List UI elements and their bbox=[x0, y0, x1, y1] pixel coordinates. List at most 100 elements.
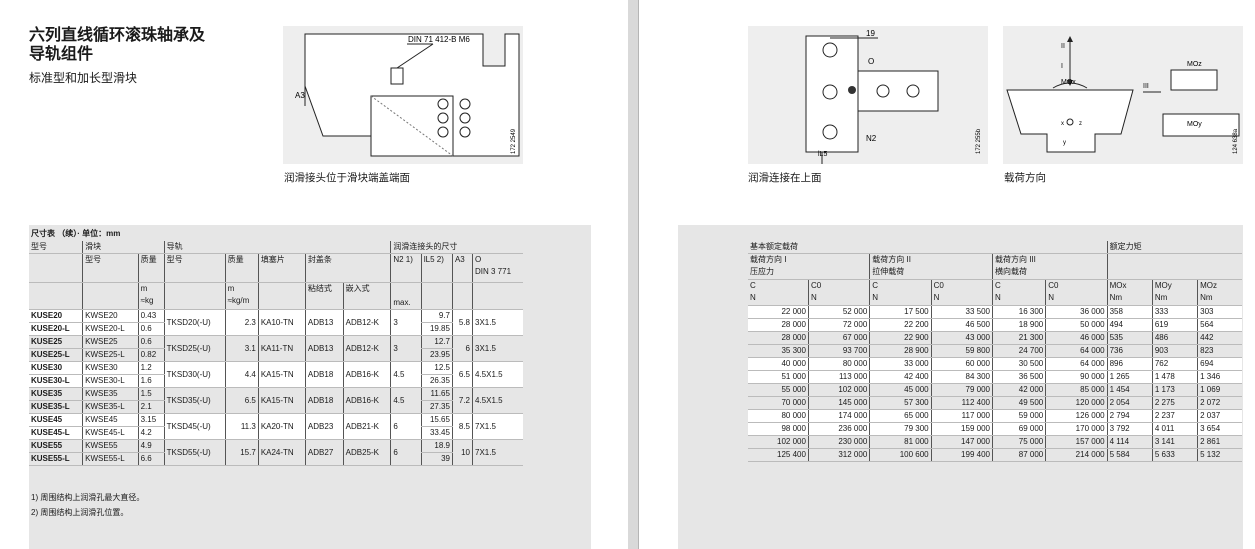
unit-m-rail: m bbox=[227, 284, 235, 293]
fig3-ii: II bbox=[1061, 43, 1065, 50]
fig3-iii: III bbox=[1143, 83, 1149, 90]
cell-value: 214 000 bbox=[1045, 448, 1108, 462]
cell-rail: TKSD20(-U) bbox=[163, 309, 226, 336]
cell-value: 3 792 bbox=[1106, 422, 1153, 436]
col-l5: lL5 2) bbox=[420, 253, 453, 283]
cell-value: 126 000 bbox=[1045, 409, 1108, 423]
fig3-caption: 载荷方向 bbox=[1004, 172, 1046, 184]
cell-value: 64 000 bbox=[1045, 344, 1108, 358]
cell-o: 7X1.5 bbox=[472, 439, 523, 466]
cell-l5: 23.95 bbox=[420, 348, 453, 362]
cell-value: 69 000 bbox=[991, 422, 1046, 436]
footnote-1: 1) 周围结构上润滑孔最大直径。 bbox=[31, 493, 145, 502]
cell-value: 35 300 bbox=[748, 344, 809, 358]
cell-block: KWSE30 bbox=[82, 361, 139, 375]
cell-mass: 4.2 bbox=[137, 426, 165, 440]
col-c-1: C bbox=[750, 281, 756, 290]
cell-value: 494 bbox=[1106, 318, 1153, 332]
cell-value: 57 300 bbox=[869, 396, 932, 410]
cell-rail: TKSD45(-U) bbox=[163, 413, 226, 440]
page-gutter-line bbox=[638, 0, 639, 549]
cell-n2: 4.5 bbox=[390, 387, 422, 414]
cell-rail-mass: 4.4 bbox=[224, 361, 259, 388]
cell-o: 4.5X1.5 bbox=[472, 387, 523, 414]
cell-block: KWSE20 bbox=[82, 309, 139, 323]
cell-value: 174 000 bbox=[807, 409, 870, 423]
cell-mass: 4.9 bbox=[137, 439, 165, 453]
cell-plug: KA10-TN bbox=[257, 309, 306, 336]
cell-value: 65 000 bbox=[869, 409, 932, 423]
cell-ins: ADB16-K bbox=[342, 361, 391, 388]
cell-value: 564 bbox=[1197, 318, 1242, 332]
cell-value: 33 500 bbox=[930, 305, 993, 319]
cell-value: 5 132 bbox=[1197, 448, 1242, 462]
cell-model: KUSE30-L bbox=[29, 374, 83, 388]
figure-load-direction: II I MOx III MOz MOy x y z 124 638a bbox=[1003, 26, 1243, 164]
col-c0-2: C0 bbox=[933, 281, 944, 290]
col-rail-model: 型号 bbox=[163, 253, 226, 283]
dimension-table: 型号 滑块 导轨 润滑连接头的尺寸 型号 质量 型号 质量 填塞片 封盖条 N2… bbox=[29, 241, 523, 466]
cell-value: 52 000 bbox=[807, 305, 870, 319]
cell-mass: 0.43 bbox=[137, 309, 165, 323]
cell-block: KWSE45 bbox=[82, 413, 139, 427]
unit-n-6: N bbox=[1048, 293, 1055, 302]
col-dir2b: 拉伸载荷 bbox=[872, 267, 905, 276]
bearing-drawing-1: DIN 71 412-B M6 A3 172 2549 bbox=[295, 33, 520, 157]
cell-n2: 6 bbox=[390, 439, 422, 466]
cell-value: 117 000 bbox=[930, 409, 993, 423]
cell-value: 55 000 bbox=[748, 383, 809, 397]
cell-rail: TKSD30(-U) bbox=[163, 361, 226, 388]
cell-value: 22 900 bbox=[869, 331, 932, 345]
fig1-dim-a3: A3 bbox=[295, 91, 305, 100]
cell-value: 79 000 bbox=[930, 383, 993, 397]
col-moy: MOy bbox=[1154, 281, 1172, 290]
cell-value: 46 500 bbox=[930, 318, 993, 332]
cell-adh: ADB13 bbox=[304, 309, 344, 336]
cell-value: 90 000 bbox=[1045, 370, 1108, 384]
cell-a3: 7.2 bbox=[451, 387, 473, 414]
cell-a3: 5.8 bbox=[451, 309, 473, 336]
cell-l5: 9.7 bbox=[420, 309, 453, 323]
col-dir3b: 横向载荷 bbox=[994, 267, 1027, 276]
fig2-n2: N2 bbox=[866, 134, 877, 143]
unit-m: m bbox=[140, 284, 148, 293]
cell-value: 147 000 bbox=[930, 435, 993, 449]
unit-n-5: N bbox=[994, 293, 1001, 302]
cell-ins: ADB12-K bbox=[342, 309, 391, 336]
col-dir1: 载荷方向 I bbox=[750, 255, 787, 264]
page-title: 六列直线循环滚珠轴承及 导轨组件 bbox=[29, 26, 205, 64]
fig2-dim-19: 19 bbox=[866, 29, 875, 38]
cell-adh: ADB13 bbox=[304, 335, 344, 362]
fig2-code: 172 255b bbox=[976, 128, 982, 154]
cell-value: 42 000 bbox=[991, 383, 1046, 397]
cell-value: 159 000 bbox=[930, 422, 993, 436]
cell-value: 170 000 bbox=[1045, 422, 1108, 436]
cell-block: KWSE55-L bbox=[82, 452, 139, 466]
cell-value: 22 200 bbox=[869, 318, 932, 332]
cell-ins: ADB21-K bbox=[342, 413, 391, 440]
cell-mass: 6.6 bbox=[137, 452, 165, 466]
fig2-caption: 润滑连接在上面 bbox=[748, 172, 822, 184]
cell-model: KUSE20-L bbox=[29, 322, 83, 336]
load-direction-drawing: II I MOx III MOz MOy x y z 124 638a bbox=[1006, 36, 1240, 154]
cell-n2: 6 bbox=[390, 413, 422, 440]
cell-value: 1 454 bbox=[1106, 383, 1153, 397]
cell-value: 5 633 bbox=[1151, 448, 1198, 462]
cell-value: 120 000 bbox=[1045, 396, 1108, 410]
col-c-2: C bbox=[872, 281, 879, 290]
cell-o: 3X1.5 bbox=[472, 309, 523, 336]
unit-n-4: N bbox=[933, 293, 940, 302]
col-adhesive: 粘结式 bbox=[304, 282, 344, 310]
cell-value: 28 000 bbox=[748, 331, 809, 345]
cell-value: 102 000 bbox=[807, 383, 870, 397]
cell-value: 2 237 bbox=[1151, 409, 1198, 423]
cell-value: 1 173 bbox=[1151, 383, 1198, 397]
cell-l5: 18.9 bbox=[420, 439, 453, 453]
col-model: 型号 bbox=[29, 241, 83, 254]
cell-rail-mass: 6.5 bbox=[224, 387, 259, 414]
